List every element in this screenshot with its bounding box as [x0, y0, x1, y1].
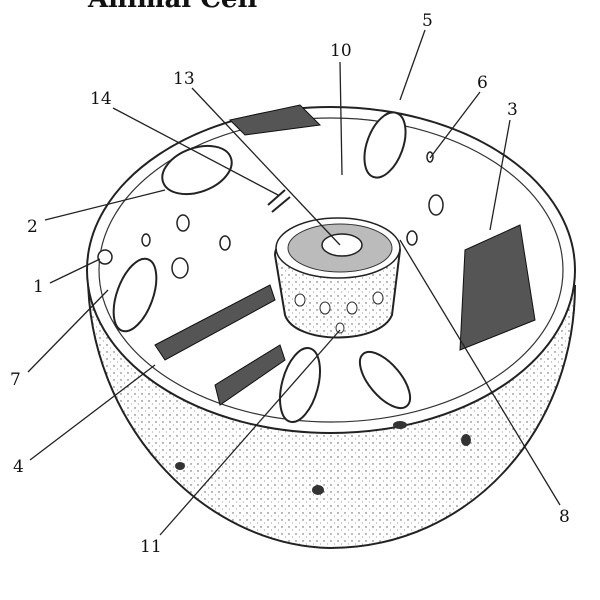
nucleolus [321, 233, 363, 257]
label-6: 6 [477, 73, 488, 93]
vesicle-pit [461, 434, 471, 446]
leader-lines [27, 29, 561, 536]
label-7: 7 [10, 370, 21, 390]
labels: 1 2 3 4 5 6 7 8 10 11 13 14 [10, 11, 570, 557]
label-5: 5 [422, 11, 433, 31]
vesicles [97, 151, 444, 279]
endoplasmic-reticulum [154, 104, 536, 406]
diagram-title: Animal Cell [88, 0, 257, 14]
vesicle-pit [393, 421, 407, 429]
label-3: 3 [507, 100, 518, 120]
label-11: 11 [140, 537, 162, 557]
label-2: 2 [27, 217, 38, 237]
label-13: 13 [173, 69, 195, 89]
label-14: 14 [90, 89, 112, 109]
vesicle-pit [175, 462, 185, 470]
vesicle-pit [312, 485, 324, 495]
cytoplasm-face [98, 117, 564, 423]
label-4: 4 [13, 457, 24, 477]
label-10: 10 [330, 41, 352, 61]
nuclear-pores [294, 291, 384, 334]
mitochondria [112, 111, 412, 423]
label-1: 1 [33, 277, 44, 297]
centrioles [267, 189, 291, 213]
label-8: 8 [559, 507, 570, 527]
